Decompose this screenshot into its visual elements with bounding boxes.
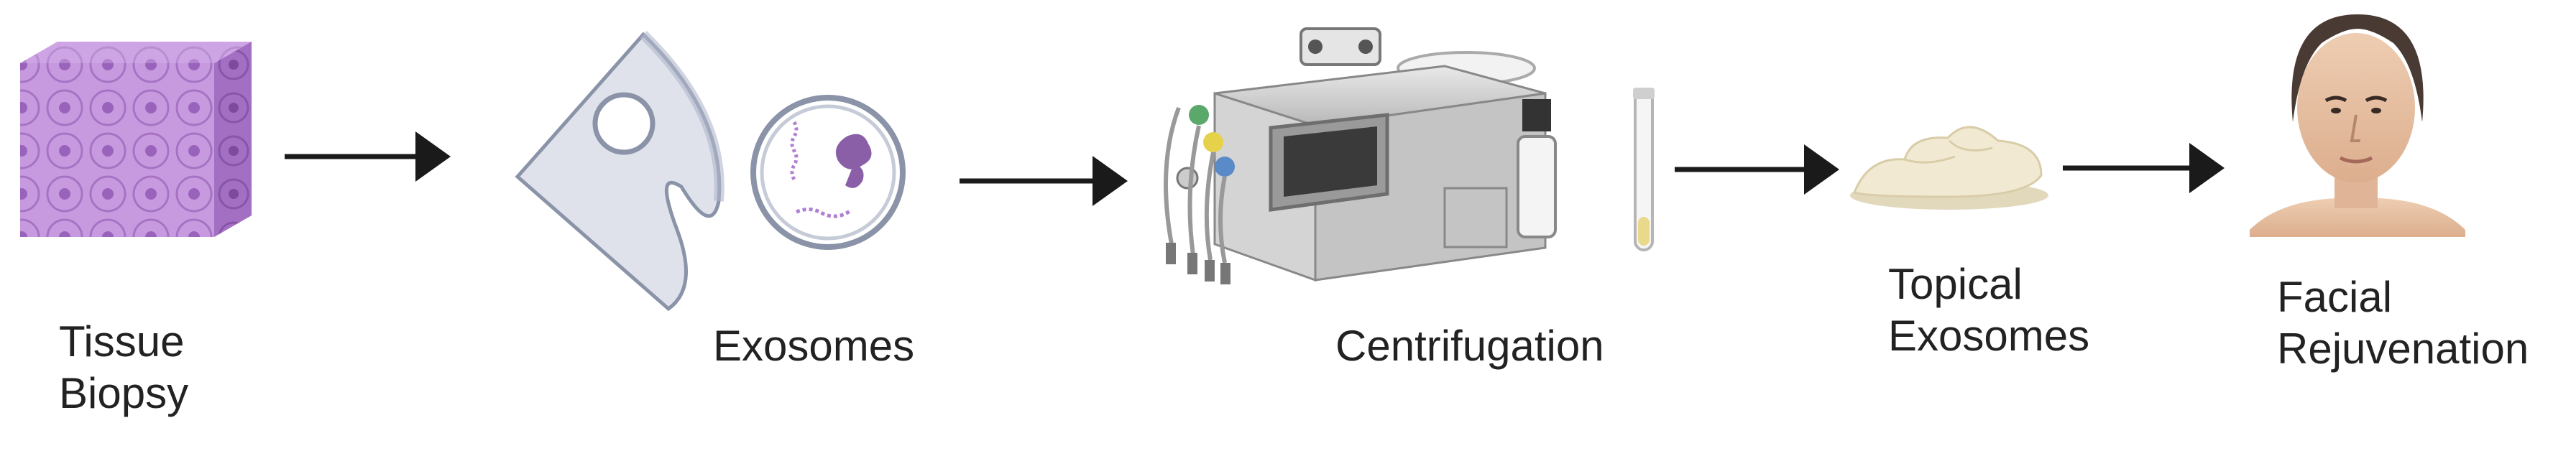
- label-centrifugation: Centrifugation: [1335, 320, 1604, 372]
- label-facial-rejuvenation: Facial Rejuvenation: [2277, 271, 2529, 375]
- centrifuge-machine-icon: [1164, 27, 1557, 284]
- label-topical-exosomes: Topical Exosomes: [1888, 259, 2089, 362]
- cream-icon: [1850, 126, 2048, 210]
- face-icon: [2250, 14, 2465, 237]
- label-line: Biopsy: [59, 369, 189, 417]
- label-line: Rejuvenation: [2277, 325, 2529, 373]
- label-line: Exosomes: [1888, 312, 2090, 360]
- tissue-cube-icon: [20, 42, 252, 237]
- label-tissue-biopsy: Tissue Biopsy: [59, 316, 188, 419]
- label-line: Exosomes: [713, 322, 915, 370]
- sample-tube-icon: [1633, 88, 1655, 251]
- label-line: Topical: [1888, 260, 2023, 308]
- label-line: Centrifugation: [1335, 322, 1604, 370]
- label-line: Tissue: [59, 317, 185, 366]
- label-exosomes: Exosomes: [713, 320, 914, 372]
- label-line: Facial: [2277, 273, 2393, 321]
- exosome-vesicle-icon: [515, 30, 906, 312]
